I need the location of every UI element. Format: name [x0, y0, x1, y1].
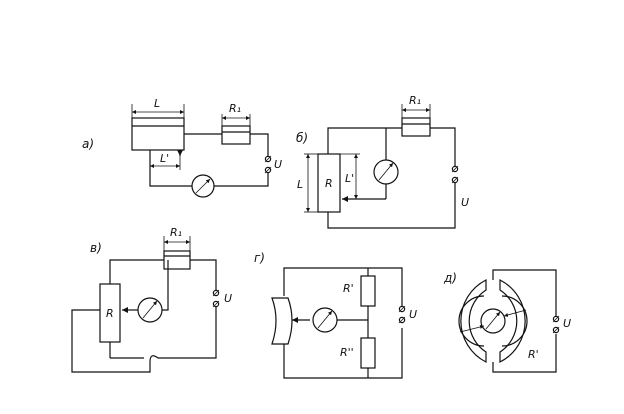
label-partial-b: L'	[345, 172, 354, 185]
label-length-a: L	[154, 97, 160, 110]
split-ring-left-d	[460, 279, 487, 363]
label-voltage-b: U	[461, 196, 469, 209]
label-voltage-d: U	[563, 317, 571, 330]
label-resistor-1-g: R'	[343, 282, 354, 295]
rheostat-v	[99, 283, 121, 343]
circuit-a: а) L R₁ U L'	[82, 97, 282, 198]
label-resistor-a: R₁	[229, 102, 241, 115]
circuit-b: б) R₁ U R L L'	[296, 94, 469, 229]
label-voltage-v: U	[224, 292, 232, 305]
terminal-v-bottom	[212, 300, 220, 308]
label-length-b: L	[297, 178, 303, 191]
resistor-r1-a	[221, 125, 251, 145]
terminal-d-bottom	[552, 326, 560, 334]
terminal-b-bottom	[451, 176, 459, 184]
terminal-v-top	[212, 289, 220, 297]
label-resistor-v: R₁	[170, 226, 182, 239]
label-voltage-a: U	[274, 158, 282, 171]
resistor-r-double-prime-g	[360, 337, 376, 369]
label-rheostat-v: R	[106, 307, 114, 320]
label-partial-a: L'	[160, 152, 169, 165]
galvanometer-d	[480, 308, 506, 334]
slide-wire-a	[131, 117, 185, 151]
resistor-r-prime-g	[360, 275, 376, 307]
curved-sample-g	[271, 297, 293, 345]
terminal-a-bottom	[264, 166, 272, 174]
caption-v: в)	[90, 241, 102, 255]
terminal-a-top	[264, 155, 272, 163]
label-voltage-g: U	[409, 308, 417, 321]
caption-b: б)	[296, 131, 308, 145]
caption-g: г)	[254, 251, 265, 265]
label-resistor-2-g: R''	[340, 346, 354, 359]
caption-d: д)	[443, 271, 457, 285]
terminal-g-top	[398, 305, 406, 313]
label-resistor-d: R'	[528, 348, 539, 361]
terminal-d-top	[552, 315, 560, 323]
label-rheostat-b: R	[325, 177, 333, 190]
split-ring-right-d	[499, 279, 526, 363]
circuit-d: д) U R'	[443, 269, 571, 373]
caption-a: а)	[82, 137, 94, 151]
circuit-v: в) R₁ U R	[71, 226, 232, 373]
terminal-b-top	[451, 165, 459, 173]
terminal-g-bottom	[398, 316, 406, 324]
label-resistor-b: R₁	[409, 94, 421, 107]
rheostat-b	[317, 153, 341, 213]
circuit-g: г) U R' R''	[254, 251, 417, 379]
resistor-r1-b	[401, 117, 431, 137]
